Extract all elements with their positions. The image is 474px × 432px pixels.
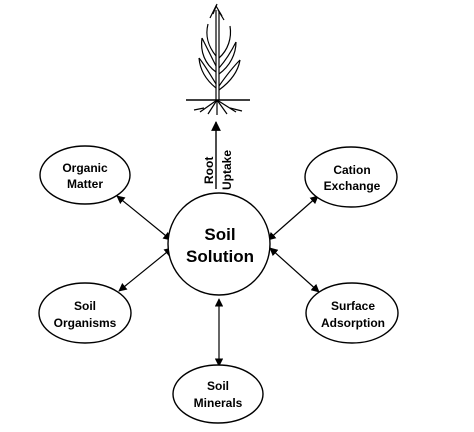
cation-exchange-label-line2: Exchange	[324, 179, 381, 193]
cation-exchange-label-line1: Cation	[333, 163, 370, 177]
soil-minerals-node: Soil Minerals	[172, 364, 264, 424]
soil-organisms-node: Soil Organisms	[38, 282, 132, 344]
organic-matter-node: Organic Matter	[39, 145, 131, 205]
root-uptake-label-line2: Uptake	[220, 150, 234, 190]
soil-solution-node: Soil Solution	[167, 192, 271, 296]
organic-matter-label-line1: Organic	[62, 161, 108, 175]
soil-organisms-label-line2: Organisms	[54, 316, 117, 330]
surface-adsorption-node: Surface Adsorption	[305, 282, 399, 344]
corn-plant-icon	[186, 3, 250, 115]
arrow-cation-exchange	[267, 195, 319, 241]
soil-minerals-label-line1: Soil	[207, 379, 229, 393]
surface-adsorption-label-line2: Adsorption	[321, 316, 385, 330]
soil-minerals-label-line2: Minerals	[194, 396, 243, 410]
surface-adsorption-label-line1: Surface	[331, 299, 375, 313]
soil-solution-label-line2: Solution	[186, 247, 254, 266]
organic-matter-label-line2: Matter	[67, 177, 103, 191]
root-uptake-label-line1: Root	[202, 157, 216, 184]
arrow-soil-organisms	[118, 247, 173, 292]
arrow-surface-adsorption	[269, 247, 320, 293]
soil-solution-label-line1: Soil	[204, 225, 235, 244]
soil-organisms-label-line1: Soil	[74, 299, 96, 313]
arrow-organic-matter	[116, 195, 172, 241]
cation-exchange-node: Cation Exchange	[304, 146, 398, 208]
